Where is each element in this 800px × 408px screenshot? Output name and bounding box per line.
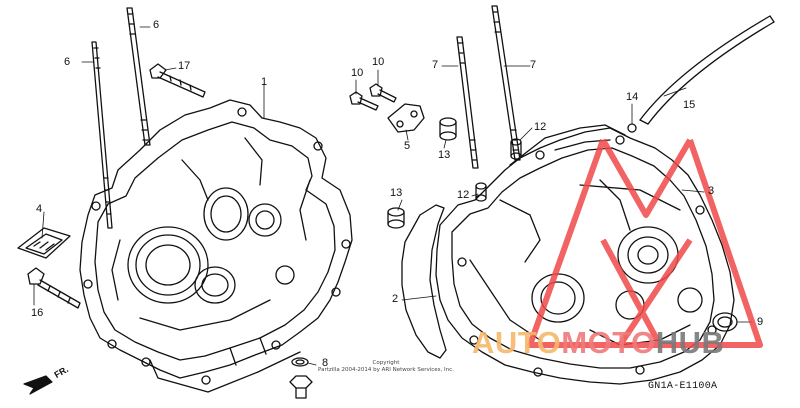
left-crankcase: [79, 99, 353, 393]
callout-6-top: 6: [153, 19, 160, 31]
copyright-notice: Copyright Partzilla 2004-2014 by ARI Net…: [318, 360, 454, 375]
dowel-pin-13-upper: [439, 117, 457, 141]
callout-2: 2: [392, 293, 399, 305]
stud-bolts-7: [456, 5, 521, 169]
bolt-16: [27, 267, 81, 309]
callout-7-right: 7: [530, 59, 537, 71]
oil-seal-9: [712, 312, 738, 332]
watermark-hub: HUB: [655, 325, 725, 360]
diagram-code: GN1A-E1100A: [648, 381, 718, 392]
callout-15: 15: [683, 99, 696, 111]
washer-8: [291, 357, 309, 367]
watermark-logo: [527, 138, 763, 348]
bolts-10: [349, 83, 397, 111]
copyright-line-2: Partzilla 2004-2014 by ARI Network Servi…: [318, 367, 454, 374]
stud-bolts-6: [91, 7, 151, 229]
dowel-pin-12-lower: [475, 182, 487, 202]
dowel-pin-12-upper: [510, 138, 522, 160]
callout-1: 1: [261, 76, 268, 88]
callout-9: 9: [757, 316, 764, 328]
watermark-text: AUTOMOTOHUB: [472, 325, 724, 361]
callout-16: 16: [31, 307, 44, 319]
watermark-moto: MOTO: [561, 325, 656, 360]
crankcase-gasket: [401, 204, 447, 359]
dowel-pin-13-lower: [387, 207, 405, 229]
callout-14: 14: [626, 91, 639, 103]
callout-12-upper: 12: [534, 121, 547, 133]
plate-5: [387, 103, 425, 133]
clip-14: [627, 123, 637, 133]
copyright-line-1: Copyright: [372, 360, 400, 366]
front-direction-arrow: [23, 375, 53, 395]
drain-bolt-11: [289, 375, 313, 399]
callout-10-left: 10: [351, 67, 364, 79]
breather-plate-4: [17, 227, 71, 259]
callout-8: 8: [322, 357, 329, 369]
breather-tube-15: [639, 15, 775, 125]
callout-13-upper: 13: [438, 149, 451, 161]
callout-12-lower: 12: [457, 189, 470, 201]
callout-3: 3: [708, 185, 715, 197]
bolt-17: [149, 63, 206, 98]
leader-lines: [33, 26, 753, 366]
right-crankcase: [435, 124, 735, 385]
callout-4: 4: [36, 203, 43, 215]
callout-7-left: 7: [432, 59, 439, 71]
watermark-auto: AUTO: [472, 325, 562, 360]
callout-5: 5: [404, 140, 411, 152]
callout-10-right: 10: [372, 56, 385, 68]
callout-6-left: 6: [64, 56, 71, 68]
callout-17: 17: [178, 60, 191, 72]
callout-13-lower: 13: [390, 187, 403, 199]
